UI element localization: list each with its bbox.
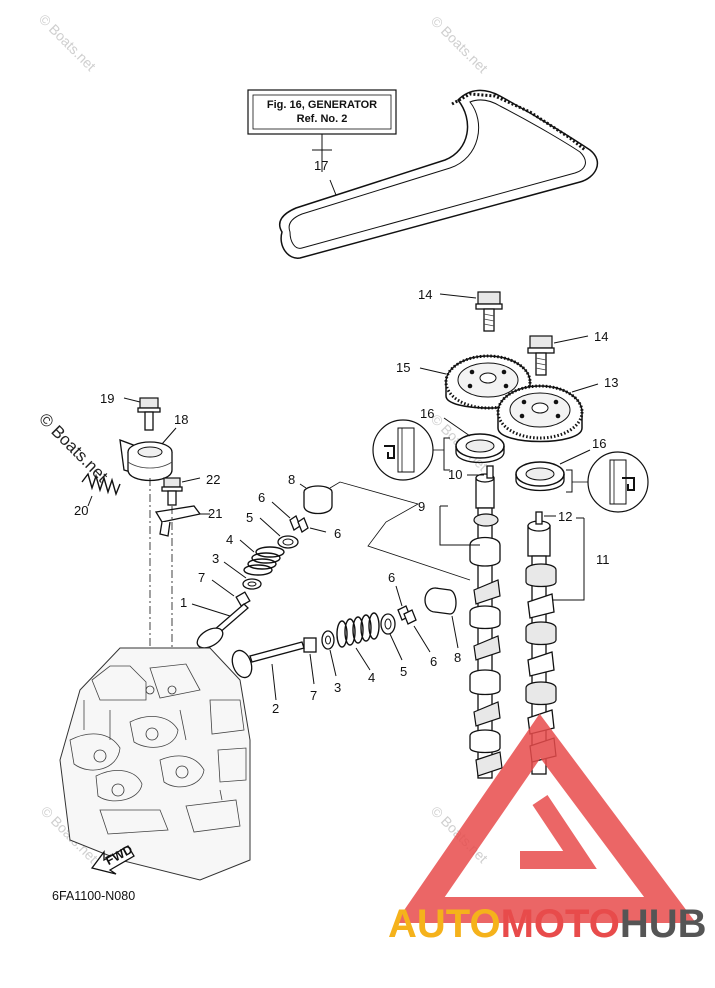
- valve-lifter-8-upper[interactable]: [303, 485, 333, 515]
- svg-text:AUTOMOTOHUB: AUTOMOTOHUB: [388, 902, 707, 946]
- callout-3-upper: 3: [212, 551, 219, 566]
- spring-seat-3-upper[interactable]: [242, 578, 262, 590]
- callout-18: 18: [174, 412, 188, 427]
- drive-belt[interactable]: [278, 89, 599, 259]
- reference-line-2: Ref. No. 2: [297, 113, 348, 125]
- callout-22: 22: [206, 472, 220, 487]
- oil-seal-16-right[interactable]: [515, 461, 565, 492]
- spring-seat-3-lower[interactable]: [321, 630, 335, 650]
- bolt-22[interactable]: [161, 477, 183, 506]
- callout-labels: 17 14 14 15 13 16 16 10 9 12 11 19 18 22…: [74, 158, 618, 716]
- valve-2[interactable]: [229, 641, 305, 680]
- callout-8-lower: 8: [454, 650, 461, 665]
- valve-cotter-6-upper[interactable]: [289, 515, 309, 533]
- spring-retainer-5-lower[interactable]: [380, 613, 396, 635]
- valve-cotter-6-lower[interactable]: [397, 605, 417, 625]
- callout-5-upper: 5: [246, 510, 253, 525]
- callout-7-lower: 7: [310, 688, 317, 703]
- oil-seal-16-left[interactable]: [455, 433, 505, 464]
- callout-2: 2: [272, 701, 279, 716]
- callout-13: 13: [604, 375, 618, 390]
- callout-6-upper-a: 6: [258, 490, 265, 505]
- reference-box[interactable]: Fig. 16, GENERATOR Ref. No. 2: [247, 89, 397, 151]
- valve-lifter-8-lower[interactable]: [424, 587, 457, 615]
- brand-part-moto: MOTO: [501, 902, 620, 946]
- callout-4-upper: 4: [226, 532, 233, 547]
- seal-detail-right: [572, 451, 649, 513]
- callout-19: 19: [100, 391, 114, 406]
- watermark-top-left: © Boats.net: [36, 11, 99, 74]
- callout-11: 11: [596, 552, 610, 567]
- watermark-top-right: © Boats.net: [428, 13, 491, 76]
- stem-seal-7-upper[interactable]: [235, 591, 251, 607]
- callout-10: 10: [448, 467, 462, 482]
- spring-20[interactable]: [81, 472, 121, 497]
- callout-16-right: 16: [592, 436, 606, 451]
- fwd-arrow-icon: FWD: [90, 842, 135, 875]
- callout-16-left: 16: [420, 406, 434, 421]
- valve-spring-4-lower[interactable]: [336, 612, 380, 648]
- callout-20: 20: [74, 503, 88, 518]
- callout-9: 9: [418, 499, 425, 514]
- belt-tensioner-18[interactable]: [119, 439, 173, 482]
- camshaft-9[interactable]: [469, 473, 503, 779]
- callout-8-upper: 8: [288, 472, 295, 487]
- callout-6-lower-b: 6: [430, 654, 437, 669]
- callout-14-lower: 14: [594, 329, 608, 344]
- bolt-14-lower[interactable]: [527, 335, 555, 376]
- callout-15: 15: [396, 360, 410, 375]
- callout-6-lower-a: 6: [388, 570, 395, 585]
- reference-line-1: Fig. 16, GENERATOR: [267, 99, 377, 111]
- callout-6-upper-b: 6: [334, 526, 341, 541]
- brand-part-hub: HUB: [620, 902, 707, 946]
- callout-12: 12: [558, 509, 572, 524]
- dowel-pin-10[interactable]: [486, 465, 494, 479]
- callout-5-lower: 5: [400, 664, 407, 679]
- valve-spring-4-upper[interactable]: [243, 546, 285, 576]
- callout-14-upper: 14: [418, 287, 432, 302]
- diagram-code: 6FA1100-N080: [52, 889, 135, 903]
- dowel-pin-12[interactable]: [535, 511, 543, 525]
- bolt-14-upper[interactable]: [475, 291, 503, 332]
- watermark-dark: © Boats.net: [35, 409, 112, 486]
- callout-7-upper: 7: [198, 570, 205, 585]
- automotohub-logo: AUTOMOTOHUB: [388, 713, 707, 946]
- brand-part-auto: AUTO: [388, 902, 501, 946]
- cam-sprocket-13[interactable]: [496, 384, 584, 443]
- callout-21: 21: [208, 506, 222, 521]
- stem-seal-7-lower[interactable]: [303, 637, 317, 653]
- callout-4-lower: 4: [368, 670, 375, 685]
- spring-retainer-5-upper[interactable]: [277, 535, 299, 549]
- callout-1: 1: [180, 595, 187, 610]
- callout-3-lower: 3: [334, 680, 341, 695]
- cylinder-head-illustration: [59, 647, 251, 881]
- callout-17: 17: [314, 158, 328, 173]
- bolt-19[interactable]: [137, 397, 161, 431]
- bracket-21[interactable]: [154, 505, 202, 537]
- seal-detail-left: [372, 419, 444, 481]
- valve-1[interactable]: [194, 603, 249, 652]
